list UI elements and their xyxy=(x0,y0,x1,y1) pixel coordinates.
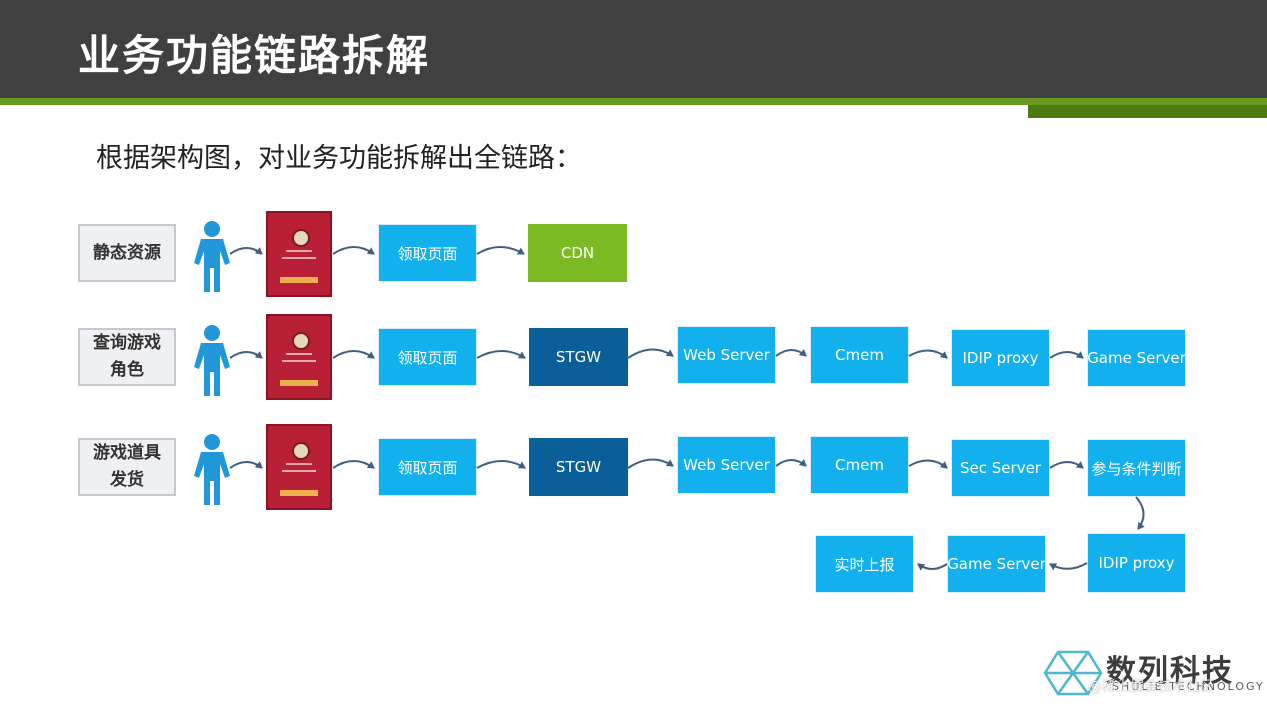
user-icon xyxy=(194,434,230,505)
arrow xyxy=(775,459,807,467)
page-subtitle: 根据架构图，对业务功能拆解出全链路： xyxy=(96,143,582,174)
arrow xyxy=(476,350,526,359)
category-label: 静态资源 xyxy=(93,242,161,263)
node-cmem: Cmem xyxy=(810,326,909,384)
node-game-server: Game Server xyxy=(1087,329,1186,387)
node-claim-page: 领取页面 xyxy=(378,224,477,282)
arrow xyxy=(229,461,263,469)
page-title: 业务功能链路拆解 xyxy=(78,31,431,80)
arrow xyxy=(332,246,375,255)
accent-bar xyxy=(0,98,1267,105)
category-label: 游戏道具 xyxy=(93,443,161,463)
arrow xyxy=(1135,496,1145,530)
arrow xyxy=(775,349,807,357)
node-cdn: CDN xyxy=(528,224,627,282)
company-logo-icon xyxy=(1043,650,1103,696)
category-query-role: 查询游戏 角色 xyxy=(78,328,176,386)
arrow xyxy=(476,460,526,469)
arrow xyxy=(1049,562,1088,571)
node-claim-page: 领取页面 xyxy=(378,328,477,386)
watermark: @稀土掘金技术社区 xyxy=(1088,679,1214,695)
mobile-page-icon xyxy=(266,314,332,400)
node-web-server: Web Server xyxy=(677,436,776,494)
category-label: 发货 xyxy=(110,470,144,490)
company-subtitle: SHULIE TECHNOLOGY xyxy=(1112,680,1265,693)
header-bar xyxy=(0,0,1267,98)
category-label: 查询游戏 xyxy=(93,333,161,353)
user-icon xyxy=(194,221,230,292)
node-stgw: STGW xyxy=(529,438,628,496)
arrow xyxy=(332,350,375,359)
arrow xyxy=(908,349,948,359)
node-cmem: Cmem xyxy=(810,436,909,494)
node-idip-proxy: IDIP proxy xyxy=(1087,533,1186,593)
arrow xyxy=(1049,461,1084,469)
arrow xyxy=(476,246,525,255)
arrow xyxy=(917,563,948,571)
node-game-server: Game Server xyxy=(947,535,1046,593)
category-label: 角色 xyxy=(110,360,144,380)
node-stgw: STGW xyxy=(529,328,628,386)
arrow xyxy=(229,247,263,255)
arrow xyxy=(627,458,674,469)
category-static-resources: 静态资源 xyxy=(78,224,176,282)
arrow xyxy=(908,459,948,469)
arrow xyxy=(627,348,674,359)
mobile-page-icon xyxy=(266,211,332,297)
category-item-delivery: 游戏道具 发货 xyxy=(78,438,176,496)
node-realtime-report: 实时上报 xyxy=(815,535,914,593)
user-icon xyxy=(194,325,230,396)
arrow xyxy=(1049,351,1084,359)
company-name: 数列科技 xyxy=(1106,654,1234,689)
node-web-server: Web Server xyxy=(677,326,776,384)
node-claim-page: 领取页面 xyxy=(378,438,477,496)
accent-bar-dark xyxy=(1028,105,1267,118)
arrow xyxy=(229,351,263,359)
node-condition-check: 参与条件判断 xyxy=(1087,439,1186,497)
arrow xyxy=(332,460,375,469)
node-idip-proxy: IDIP proxy xyxy=(951,329,1050,387)
mobile-page-icon xyxy=(266,424,332,510)
node-sec-server: Sec Server xyxy=(951,439,1050,497)
